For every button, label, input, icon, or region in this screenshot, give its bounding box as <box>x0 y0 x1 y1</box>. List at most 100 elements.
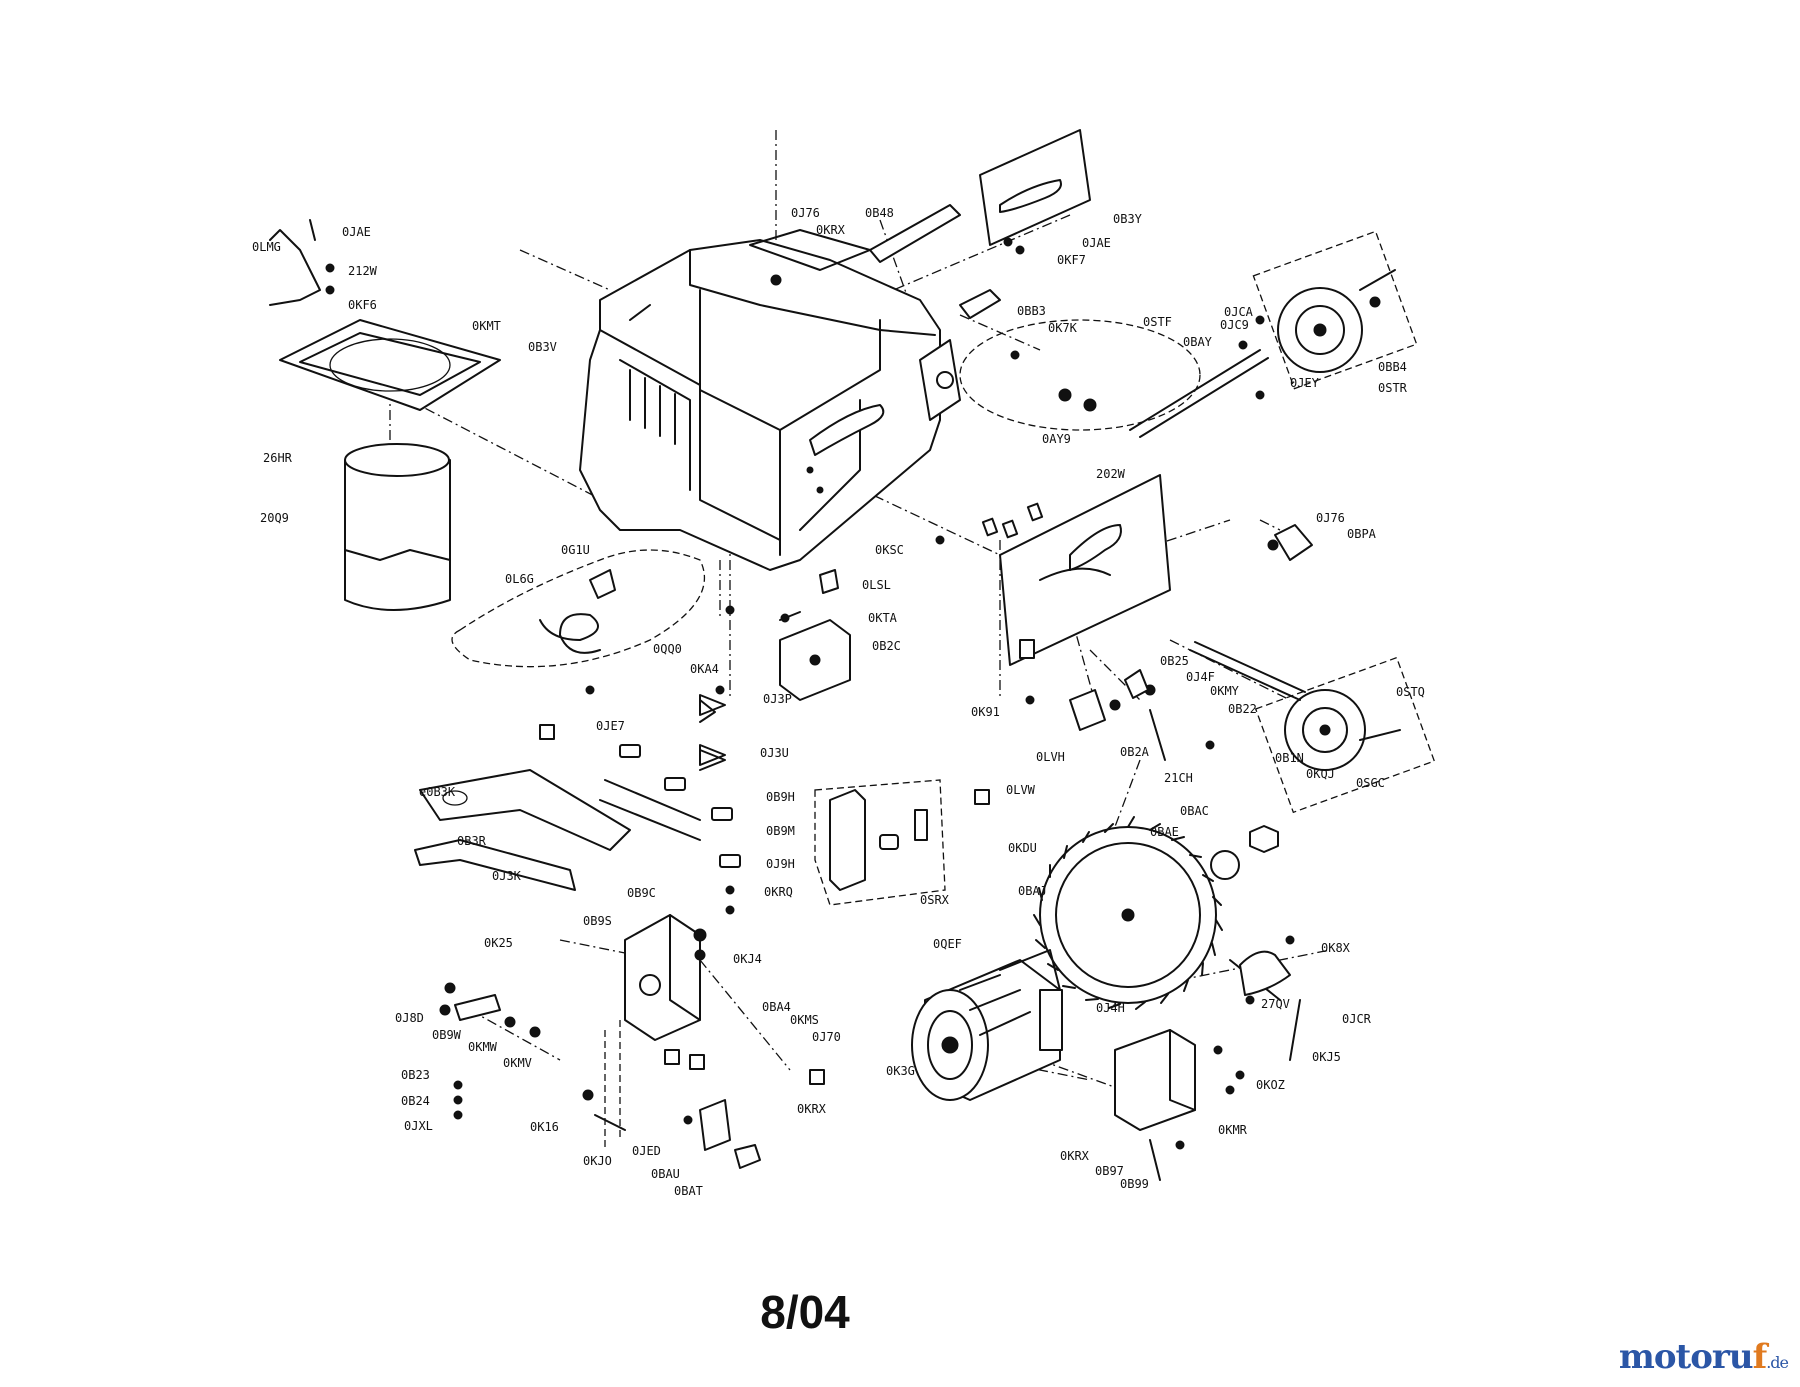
handwheel-upper <box>1129 230 1418 438</box>
part-label: 0B3R <box>457 834 487 848</box>
riving-knife <box>1239 935 1295 1005</box>
part-label: 0B2A <box>1120 745 1150 759</box>
saw-base-housing <box>579 229 961 571</box>
watermark-logo: motoruf.de <box>1618 1337 1789 1377</box>
part-label: 0KF7 <box>1057 253 1086 267</box>
part-label: 0LVH <box>1036 750 1065 764</box>
part-label: 0J76 <box>1316 511 1345 525</box>
part-label: 0STR <box>1378 381 1408 395</box>
part-label: 0B9H <box>766 790 795 804</box>
part-label: 0SRX <box>920 893 950 907</box>
part-label: 0G1U <box>561 543 590 557</box>
part-label: 0KMV <box>503 1056 532 1070</box>
part-label: 0J3K <box>492 869 522 883</box>
part-label: 21CH <box>1164 771 1193 785</box>
part-label: 0J3U <box>760 746 789 760</box>
part-label: 0J4H <box>1096 1001 1125 1015</box>
part-labels: 0LMG 0JAE 212W 0KF6 0KMT 0B3V 0J76 0KRX … <box>252 206 1425 1198</box>
part-label: 0BAU <box>651 1167 680 1181</box>
part-label: 0BAE <box>1150 825 1179 839</box>
switch-box <box>779 569 851 701</box>
part-label: 0KOZ <box>1256 1078 1285 1092</box>
part-label: 0LSL <box>862 578 891 592</box>
part-label: 0KRX <box>1060 1149 1090 1163</box>
part-label: 0KTA <box>868 611 898 625</box>
part-label: 0KRX <box>816 223 846 237</box>
wrench-set <box>414 699 726 891</box>
part-label: 0J3P <box>763 692 792 706</box>
motor <box>911 949 1063 1101</box>
part-label: 0BAT <box>674 1184 703 1198</box>
part-label: 0B99 <box>1120 1177 1149 1191</box>
part-label: 0BB3 <box>1017 304 1046 318</box>
part-label: 0KMT <box>472 319 501 333</box>
dust-port-assembly <box>269 219 705 668</box>
part-label: 0K8X <box>1321 941 1351 955</box>
part-label: 26HR <box>263 451 293 465</box>
part-label: 0BB4 <box>1378 360 1407 374</box>
bevel-panel <box>959 319 1201 666</box>
part-label: 0AY9 <box>1042 432 1071 446</box>
part-label: 0STQ <box>1396 685 1425 699</box>
part-label: 0LVW <box>1006 783 1036 797</box>
part-label: 0JAE <box>1082 236 1111 250</box>
center-lines <box>389 130 1331 1150</box>
small-parts-left <box>439 982 761 1169</box>
part-label: 0B3Y <box>1113 212 1143 226</box>
part-label: 0B9S <box>583 914 612 928</box>
part-label: 0B3V <box>528 340 557 354</box>
trunnion-bracket <box>624 914 825 1085</box>
part-label: 0JCR <box>1342 1012 1372 1026</box>
part-label: e0B3K <box>419 785 456 799</box>
part-label: 0JAE <box>342 225 371 239</box>
part-label: 27QV <box>1261 997 1290 1011</box>
part-label: 0B24 <box>401 1094 430 1108</box>
part-label: 0J76 <box>791 206 820 220</box>
part-label: 0B9C <box>627 886 656 900</box>
part-label: 0BAY <box>1183 335 1213 349</box>
part-label: 0JXL <box>404 1119 433 1133</box>
part-label: 202W <box>1096 467 1126 481</box>
part-label: 0J70 <box>812 1030 841 1044</box>
top-plates <box>869 129 1091 319</box>
part-label: 0SGC <box>1356 776 1385 790</box>
part-label: 0BAJ <box>1018 884 1047 898</box>
part-label: 0B9M <box>766 824 795 838</box>
part-label: 0LMG <box>252 240 281 254</box>
part-label: 0KMR <box>1218 1123 1248 1137</box>
part-label: 0KF6 <box>348 298 377 312</box>
part-label: 0KRQ <box>764 885 793 899</box>
part-label: 0KJO <box>583 1154 612 1168</box>
part-label: 20Q9 <box>260 511 289 525</box>
part-label: 0QEF <box>933 937 962 951</box>
revision-date: 8/04 <box>760 1286 850 1338</box>
part-label: 0JE7 <box>596 719 625 733</box>
part-label: 0KMW <box>468 1040 498 1054</box>
part-label: 0B25 <box>1160 654 1189 668</box>
handwheel-lower <box>1189 641 1436 814</box>
part-label: 0KMS <box>790 1013 819 1027</box>
part-label: 0KDU <box>1008 841 1037 855</box>
part-label: 0J9H <box>766 857 795 871</box>
part-label: 0JED <box>632 1144 661 1158</box>
part-label: 0B22 <box>1228 702 1257 716</box>
part-label: 0B9W <box>432 1028 462 1042</box>
part-label: 0K16 <box>530 1120 559 1134</box>
part-label: 0K91 <box>971 705 1000 719</box>
part-label: 0QQ0 <box>653 642 682 656</box>
part-label: 0B2C <box>872 639 901 653</box>
small-parts-misc <box>585 315 1313 1095</box>
part-label: 0KRX <box>797 1102 827 1116</box>
part-label: 0JC9 <box>1220 318 1249 332</box>
part-label: 0J4F <box>1186 670 1215 684</box>
part-label: 0KJ5 <box>1312 1050 1341 1064</box>
saw-blade <box>1033 816 1279 1010</box>
rail-bracket-assembly <box>814 779 990 906</box>
part-label: 0BPA <box>1347 527 1377 541</box>
part-label: 0B1N <box>1275 751 1304 765</box>
part-label: 212W <box>348 264 378 278</box>
part-label: 0BAC <box>1180 804 1209 818</box>
part-label: 0KA4 <box>690 662 719 676</box>
part-label: 0L6G <box>505 572 534 586</box>
